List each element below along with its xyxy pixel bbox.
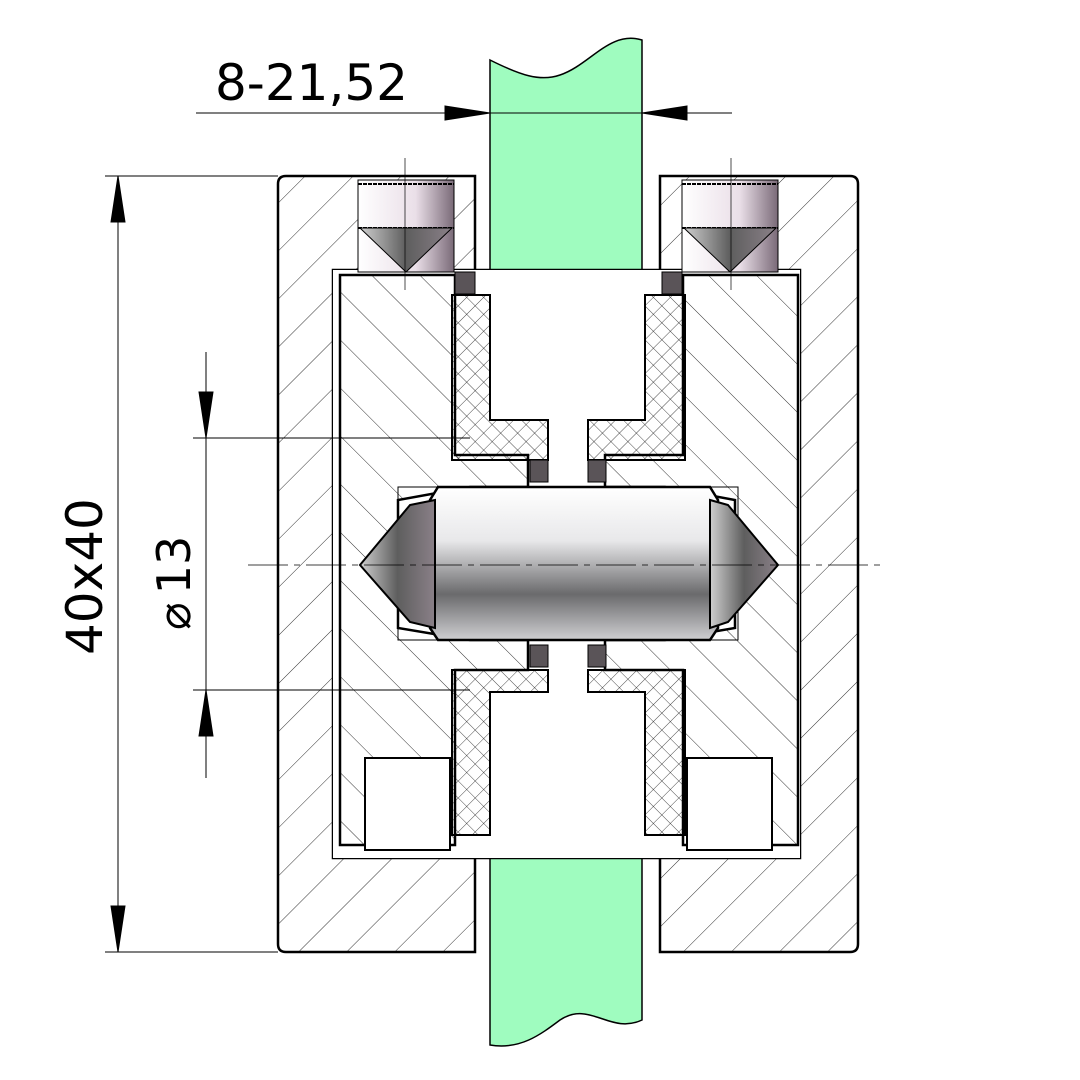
dimension-glass-thickness [196, 105, 732, 121]
square-nut-right [686, 757, 773, 851]
pin-bolt [248, 485, 885, 642]
gasket-top-left [451, 294, 549, 461]
square-nut-left [364, 757, 451, 851]
profile-size-label: 40x40 [56, 498, 114, 655]
gasket-bottom-right [587, 669, 686, 836]
gasket-top-right [587, 294, 686, 461]
dimension-pin-diameter [193, 352, 470, 778]
set-screw-left [357, 158, 455, 290]
diameter-symbol: ⌀ [147, 602, 201, 630]
svg-text:⌀13: ⌀ 13 [147, 536, 201, 630]
glass-thickness-label: 8-21,52 [215, 54, 408, 112]
dimension-profile-size [105, 175, 278, 953]
pin-diameter-label: 13 [147, 536, 201, 595]
set-screw-right [681, 158, 779, 290]
gasket-bottom-left [451, 669, 549, 836]
